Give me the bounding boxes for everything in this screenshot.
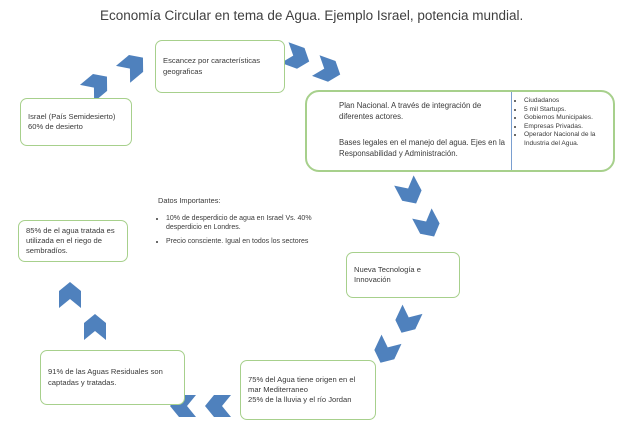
plan-actors-list: Ciudadanos 5 mil Startups. Gobiernos Mun… [511,92,609,170]
box-escasez-text: Escancez por características geograficas [163,56,261,76]
arrow-icon [412,208,444,242]
arrow-icon [312,55,344,85]
arrow-icon [394,175,426,209]
arrow-icon [281,42,313,72]
box-israel-line2: 60% de desierto [28,122,83,131]
box-origen-agua: 75% del Agua tiene origen en el mar Medi… [240,360,376,420]
arrow-icon [391,304,423,338]
datos-title: Datos Importantes: [158,196,221,205]
box-aguas-residuales: 91% de las Aguas Residuales son captadas… [40,350,185,405]
plan-actor-item: Ciudadanos [524,97,609,106]
plan-actor-item: Operador Nacional de la Industria del Ag… [524,131,609,148]
box-nueva-tecnologia-text: Nueva Tecnología e Innovación [354,264,421,284]
datos-item: 10% de desperdicio de agua en Israel Vs.… [166,214,348,233]
box-israel-line1: Israel (País Semidesierto) [28,111,116,121]
box-aguas-residuales-text: 91% de las Aguas Residuales son captadas… [48,367,163,387]
plan-actor-item: 5 mil Startups. [524,106,609,115]
box-origen-agua-line2: 25% de la lluvia y el río Jordan [248,395,352,405]
box-nueva-tecnologia: Nueva Tecnología e Innovación [346,252,460,298]
arrow-icon [79,68,115,102]
box-israel: Israel (País Semidesierto) 60% de desier… [20,98,132,146]
box-escasez: Escancez por características geograficas [155,40,285,93]
arrow-icon [370,334,402,368]
arrow-icon [84,314,106,340]
box-agua-tratada-riego: 85% de el agua tratada es utilizada en e… [18,220,128,262]
arrow-icon [205,395,231,417]
box-origen-agua-line1: 75% del Agua tiene origen en el mar Medi… [248,374,356,394]
plan-actor-item: Gobiernos Municipales. [524,114,609,123]
plan-text-1: Plan Nacional. A través de integración d… [339,101,482,122]
box-agua-tratada-riego-text: 85% de el agua tratada es utilizada en e… [26,225,115,256]
plan-text-2: Bases legales en el manejo del agua. Eje… [339,137,506,158]
diagram-title: Economía Circular en tema de Agua. Ejemp… [100,8,524,23]
plan-actor-item: Empresas Privadas. [524,123,609,132]
datos-item: Precio consciente. Igual en todos los se… [166,237,348,246]
arrow-icon [59,282,81,308]
datos-importantes: Datos Importantes: 10% de desperdicio de… [158,196,348,250]
box-plan-nacional: Plan Nacional. A través de integración d… [305,90,615,172]
arrow-icon [115,49,151,83]
